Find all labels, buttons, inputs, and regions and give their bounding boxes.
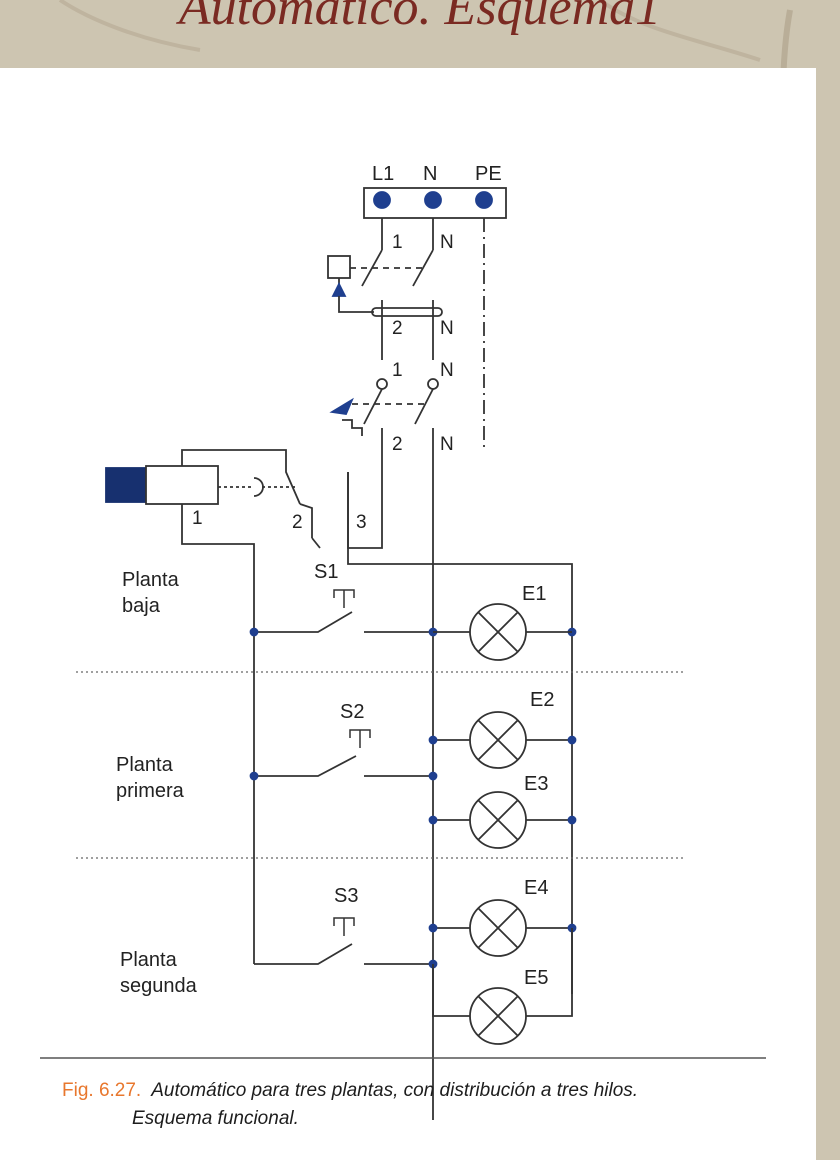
breaker-coupling	[371, 307, 443, 317]
figure-sheet: L1 N PE 1 N 2 N 1 N 2 N	[0, 68, 816, 1160]
node	[428, 735, 438, 745]
breaker-neutral-wire	[412, 218, 434, 360]
lamp-e5-wires	[432, 928, 573, 1017]
timer-terminal-1-wire	[181, 504, 255, 632]
timer-coil-top-wire	[181, 449, 313, 538]
rcd-contact-phase	[376, 378, 388, 390]
wiring-diagram: L1 N PE 1 N 2 N 1 N 2 N	[40, 163, 766, 1120]
caption-line-2: Esquema funcional.	[132, 1108, 299, 1129]
breaker-trip-triangle	[331, 281, 347, 297]
switch-s3-button	[333, 917, 355, 936]
timer-label-1: 1	[192, 508, 203, 529]
breaker-label-bottom-phase: 2	[392, 318, 403, 339]
rcd-label-bottom-neutral: N	[440, 434, 454, 455]
rcd-label-bottom-phase: 2	[392, 434, 403, 455]
caption-line-1: Fig. 6.27. Automático para tres plantas, …	[62, 1077, 782, 1105]
floor-label-segunda-line1: Planta	[120, 949, 178, 971]
rcd-label-top-neutral: N	[440, 360, 454, 381]
switch-s1	[254, 611, 433, 633]
node	[428, 815, 438, 825]
switch-label-s3: S3	[334, 885, 358, 907]
switch-s2	[254, 755, 433, 777]
timer-block	[105, 467, 147, 503]
rcd-trip-arrow	[329, 397, 354, 415]
lamp-e2	[469, 711, 527, 769]
node	[567, 815, 577, 825]
lamp-label-e4: E4	[524, 877, 548, 899]
lamp-label-e2: E2	[530, 689, 554, 711]
floor-label-primera-line2: primera	[116, 780, 185, 802]
floor-label-primera-line1: Planta	[116, 754, 174, 776]
terminal-dot-pe	[475, 191, 493, 209]
rcd-contact-neutral	[427, 378, 439, 390]
timer-label-2: 2	[292, 512, 303, 533]
breaker-trip-link	[338, 296, 374, 313]
timer-coil	[145, 465, 219, 505]
rcd-label-top-phase: 1	[392, 360, 403, 381]
figure-caption: Fig. 6.27. Automático para tres plantas, …	[62, 1077, 782, 1133]
lamp-e3	[469, 791, 527, 849]
timer-label-3: 3	[356, 512, 367, 533]
lamp-e5	[469, 987, 527, 1045]
node	[428, 771, 438, 781]
node	[249, 627, 259, 637]
breaker-label-top-phase: 1	[392, 232, 403, 253]
lamp-e1	[469, 603, 527, 661]
switch-label-s2: S2	[340, 701, 364, 723]
lamp-label-e3: E3	[524, 773, 548, 795]
breaker-phase-wire	[361, 218, 383, 360]
lamp-label-e5: E5	[524, 967, 548, 989]
node	[249, 771, 259, 781]
switch-s1-button	[333, 589, 355, 608]
floor-label-segunda-line2: segunda	[120, 975, 198, 997]
timer-terminal-3-wire	[347, 472, 573, 994]
node	[428, 923, 438, 933]
breaker-label-bottom-neutral: N	[440, 318, 454, 339]
switch-s3	[254, 943, 433, 965]
switch-label-s1: S1	[314, 561, 338, 583]
floor-label-baja-line1: Planta	[122, 569, 180, 591]
caption-number: Fig. 6.27.	[62, 1080, 142, 1101]
terminal-label-pe: PE	[475, 163, 502, 185]
terminal-block	[363, 187, 507, 219]
caption-text-1: Automático para tres plantas, con distri…	[151, 1080, 639, 1101]
timer-terminal-2-wire	[311, 537, 321, 549]
timer-delay-symbol	[253, 477, 264, 497]
lamp-e4	[469, 899, 527, 957]
terminal-dot-n	[424, 191, 442, 209]
terminal-label-l1: L1	[372, 163, 394, 185]
node	[567, 735, 577, 745]
rcd-thermal-symbol	[342, 419, 363, 436]
terminal-label-n: N	[423, 163, 437, 185]
terminal-dot-l1	[373, 191, 391, 209]
phase-to-timer-wire	[347, 460, 383, 549]
slide-title: Automático. Esquema1	[178, 0, 662, 36]
breaker-thermal-box	[327, 255, 351, 279]
rcd-phase-blade	[363, 388, 383, 460]
floor-label-baja-line2: baja	[122, 595, 161, 617]
lamp-label-e1: E1	[522, 583, 546, 605]
switch-s2-button	[349, 729, 371, 748]
breaker-label-top-neutral: N	[440, 232, 454, 253]
rcd-neutral-blade	[414, 388, 434, 1120]
